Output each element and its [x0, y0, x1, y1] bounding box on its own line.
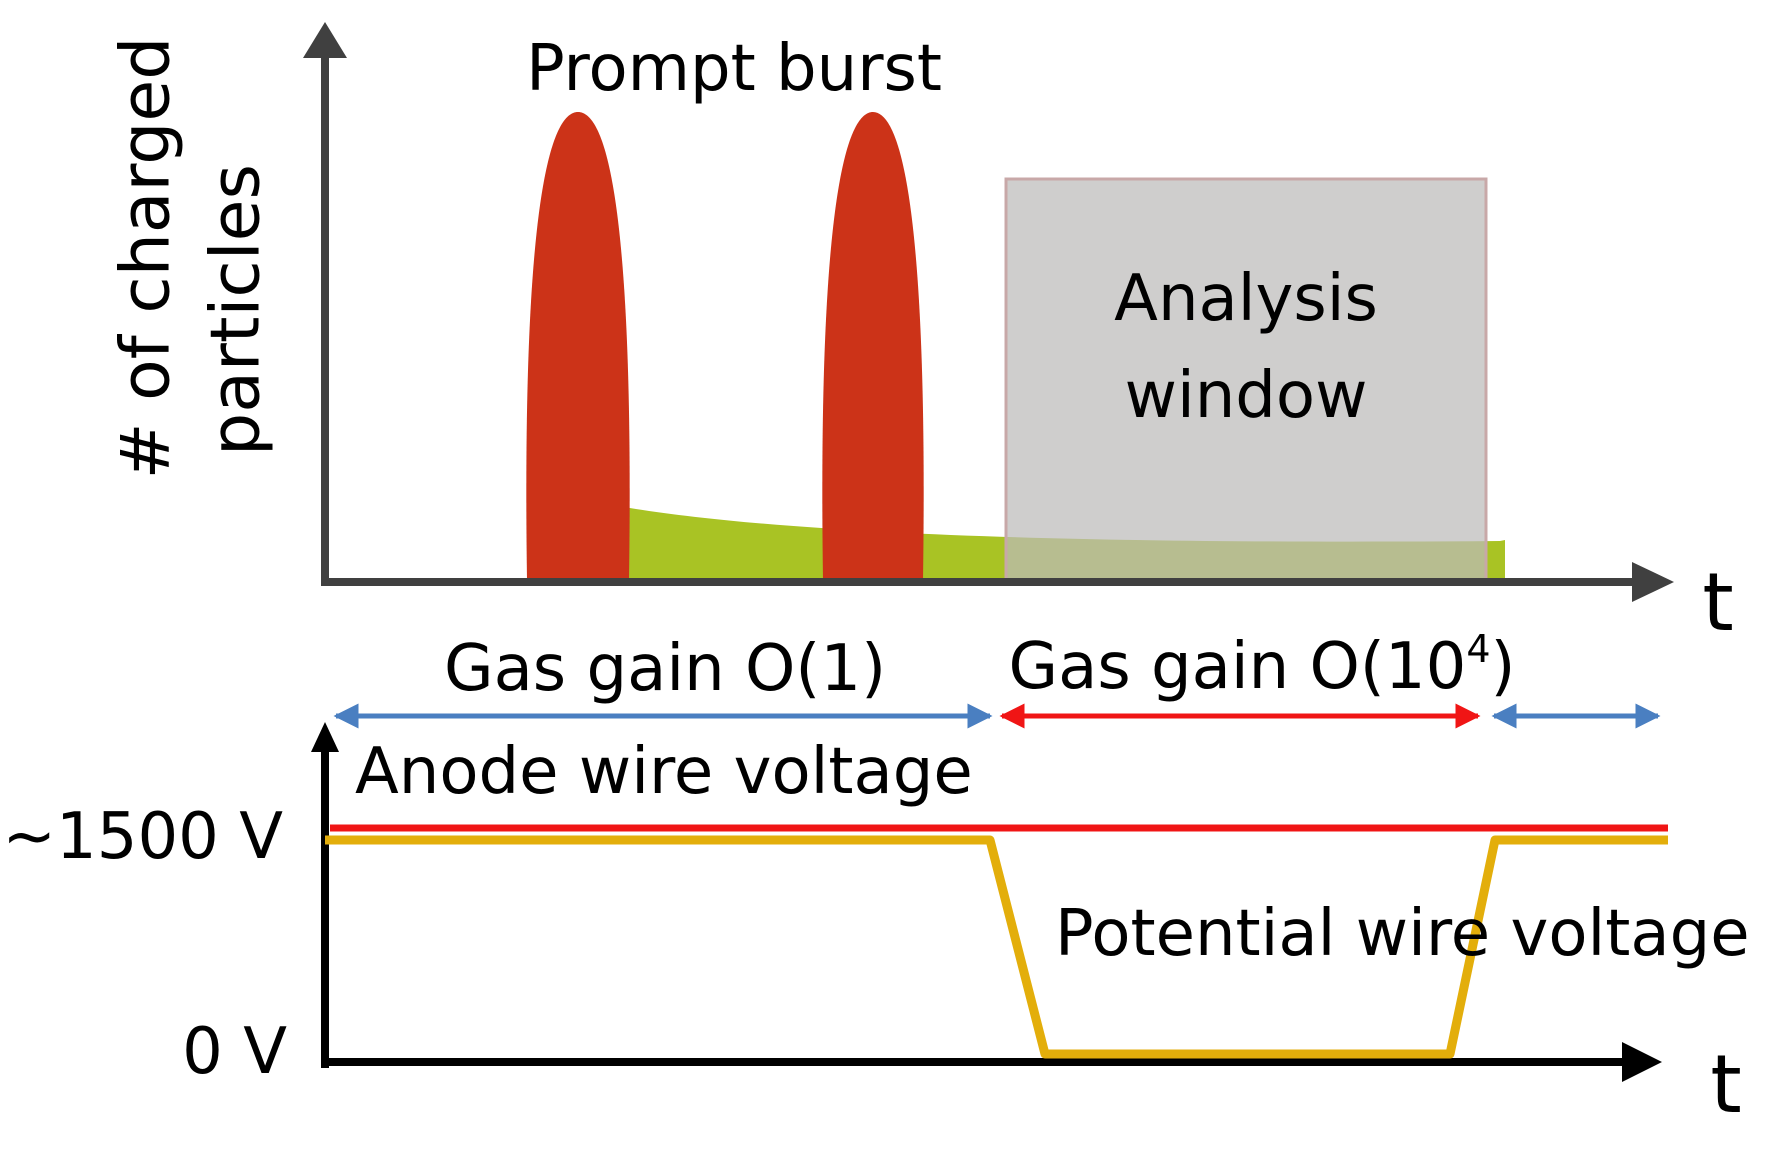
prompt-burst-peak-1: [526, 112, 630, 580]
analysis-window: [1006, 179, 1486, 580]
bottom-y-axis-arrowhead: [311, 722, 339, 752]
top-y-axis-label-line2: particles: [197, 164, 276, 456]
top-x-axis-arrowhead: [1632, 562, 1674, 602]
gain-periods: Gas gain O(1) Gas gain O(104): [333, 627, 1661, 729]
top-y-axis-arrowhead: [303, 22, 347, 58]
low-gain-label: Gas gain O(1): [444, 632, 886, 706]
prompt-burst-peak-2: [822, 112, 924, 580]
high-gain-label: Gas gain O(104): [1009, 627, 1516, 704]
bottom-x-axis-label: t: [1710, 1038, 1741, 1131]
top-y-axis-label-line1: # of charged: [107, 37, 186, 480]
bottom-x-axis-arrowhead: [1622, 1042, 1662, 1082]
prompt-burst-label: Prompt burst: [526, 32, 942, 106]
y-tick-0v: 0 V: [182, 1015, 287, 1089]
high-gain-exponent: 4: [1466, 627, 1490, 671]
top-x-axis-label: t: [1702, 556, 1733, 649]
y-tick-1500v: ~1500 V: [2, 800, 283, 874]
analysis-window-label-line2: window: [1125, 359, 1368, 433]
bottom-panel: Anode wire voltage Potential wire voltag…: [2, 722, 1750, 1131]
potential-voltage-line: [325, 835, 1668, 1059]
top-panel: # of charged particles t Prompt burst An…: [107, 22, 1734, 649]
anode-voltage-label: Anode wire voltage: [355, 735, 973, 809]
analysis-window-label-line1: Analysis: [1114, 262, 1378, 336]
potential-voltage-label: Potential wire voltage: [1055, 897, 1750, 971]
